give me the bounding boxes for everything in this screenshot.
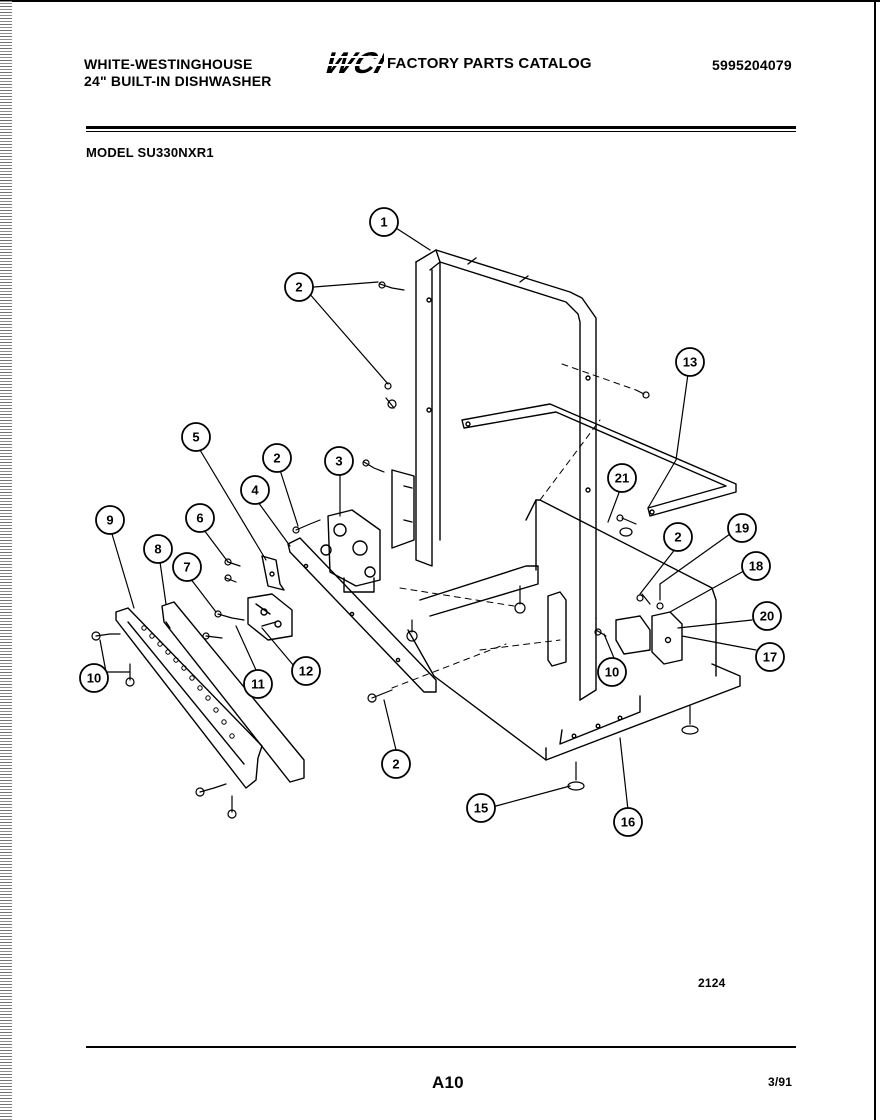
side-brace-part	[461, 403, 737, 517]
screw-fasteners	[91, 281, 699, 819]
callout-15: 15	[466, 793, 496, 823]
callout-18: 18	[741, 551, 771, 581]
callout-11: 11	[243, 669, 273, 699]
date-code: 3/91	[768, 1075, 793, 1089]
callout-2: 2	[262, 443, 292, 473]
callout-8: 8	[143, 534, 173, 564]
center-bracket-part	[547, 591, 567, 667]
callout-12: 12	[291, 656, 321, 686]
svg-text:21: 21	[615, 471, 629, 486]
alignment-lines	[391, 363, 637, 689]
svg-text:12: 12	[299, 664, 313, 679]
svg-text:20: 20	[760, 609, 774, 624]
svg-text:6: 6	[196, 511, 203, 526]
callout-1: 1	[369, 207, 399, 237]
small-bracket-part	[261, 555, 285, 591]
callout-2: 2	[663, 522, 693, 552]
svg-text:2: 2	[674, 530, 681, 545]
model-label: MODEL SU330NXR1	[86, 145, 214, 160]
brand-name: WHITE-WESTINGHOUSE	[84, 56, 253, 72]
svg-text:18: 18	[749, 559, 763, 574]
leader-lines	[99, 227, 757, 811]
svg-text:16: 16	[621, 815, 635, 830]
callout-21: 21	[607, 463, 637, 493]
product-description: 24" BUILT-IN DISHWASHER	[84, 73, 272, 89]
figure-code: 2124	[698, 976, 726, 990]
base-pan-part	[407, 499, 741, 761]
hinge-bracket-part	[615, 611, 683, 665]
catalog-number: 5995204079	[712, 57, 792, 73]
svg-text:7: 7	[183, 560, 190, 575]
callout-20: 20	[752, 601, 782, 631]
callout-13: 13	[675, 347, 705, 377]
control-panel-plate-part	[115, 607, 263, 789]
callout-17: 17	[755, 642, 785, 672]
water-valve-part	[320, 469, 415, 593]
page-top-edge	[0, 0, 880, 2]
callout-4: 4	[240, 475, 270, 505]
footer-rule	[86, 1046, 796, 1048]
svg-text:11: 11	[251, 677, 265, 692]
callout-2: 2	[284, 272, 314, 302]
svg-text:13: 13	[683, 355, 697, 370]
callout-10: 10	[597, 657, 627, 687]
svg-text:5: 5	[192, 430, 199, 445]
front-rail-part	[287, 537, 437, 693]
callout-3: 3	[324, 446, 354, 476]
mounting-bar-part	[161, 601, 305, 783]
svg-text:17: 17	[763, 650, 777, 665]
svg-text:8: 8	[154, 542, 161, 557]
callout-9: 9	[95, 505, 125, 535]
scan-edge-left	[0, 0, 12, 1120]
svg-text:15: 15	[474, 801, 488, 816]
panel-hole-row	[141, 625, 235, 739]
callout-2: 2	[381, 749, 411, 779]
callout-7: 7	[172, 552, 202, 582]
switch-part	[247, 593, 293, 641]
logo-text: WCI	[321, 46, 384, 79]
svg-text:10: 10	[87, 671, 101, 686]
svg-text:1: 1	[380, 215, 387, 230]
wci-logo: WCI	[320, 46, 384, 79]
callout-10: 10	[79, 663, 109, 693]
catalog-title: FACTORY PARTS CATALOG	[387, 55, 592, 72]
svg-text:4: 4	[251, 483, 259, 498]
header-rule-thin	[86, 131, 796, 132]
svg-text:2: 2	[295, 280, 302, 295]
svg-text:10: 10	[605, 665, 619, 680]
svg-text:19: 19	[735, 521, 749, 536]
part-callouts: 1 2 13 5 2 3 4 21 2 19 9 6 8 7 18 20 17 …	[79, 207, 785, 837]
callout-19: 19	[727, 513, 757, 543]
callout-6: 6	[185, 503, 215, 533]
callout-16: 16	[613, 807, 643, 837]
header-rule-thick	[86, 126, 796, 129]
svg-text:3: 3	[335, 454, 342, 469]
svg-text:9: 9	[106, 513, 113, 528]
page-code: A10	[432, 1073, 464, 1092]
page-right-edge	[874, 0, 876, 1120]
svg-text:2: 2	[273, 451, 280, 466]
svg-text:2: 2	[392, 757, 399, 772]
tub-frame-part	[415, 249, 597, 701]
callout-5: 5	[181, 422, 211, 452]
